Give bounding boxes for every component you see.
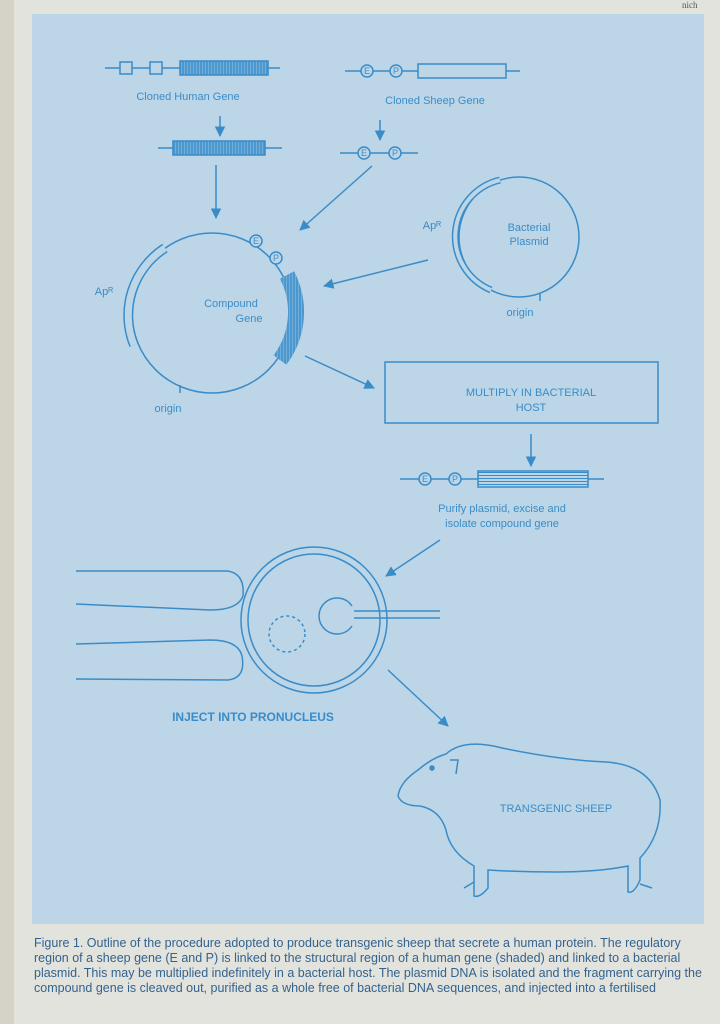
marker-p-purified: P bbox=[452, 474, 458, 484]
cloned-sheep-gene-construct bbox=[345, 63, 520, 79]
label-purify-1: Purify plasmid, excise and bbox=[438, 503, 566, 515]
label-purify-2: isolate compound gene bbox=[445, 518, 559, 530]
label-multiply-2: HOST bbox=[516, 402, 547, 414]
label-ap-resistance-plasmid: Apᴿ bbox=[423, 220, 441, 232]
purified-compound-gene bbox=[400, 470, 604, 488]
label-bacterial-plasmid-2: Plasmid bbox=[509, 236, 548, 248]
arrow-ep-to-compound bbox=[299, 165, 373, 231]
bacterial-plasmid bbox=[451, 176, 580, 301]
arrow-plasmid-to-compound bbox=[322, 259, 429, 289]
arrow-egg-to-sheep bbox=[387, 669, 449, 727]
figure-panel bbox=[32, 14, 704, 924]
marker-e-purified: E bbox=[422, 474, 428, 484]
marker-e-sheep: E bbox=[364, 66, 370, 76]
label-origin-compound: origin bbox=[155, 403, 182, 415]
cloned-human-gene-construct bbox=[105, 60, 280, 76]
marker-e-compound: E bbox=[253, 236, 259, 246]
label-transgenic-sheep: TRANSGENIC SHEEP bbox=[500, 803, 612, 815]
marker-p-compound: P bbox=[273, 253, 279, 263]
label-ap-resistance-compound: Apᴿ bbox=[95, 286, 113, 298]
label-compound-gene-2: Gene bbox=[236, 313, 263, 325]
marker-e-excised: E bbox=[361, 148, 367, 158]
label-cloned-human-gene: Cloned Human Gene bbox=[136, 91, 239, 103]
marker-p-excised: P bbox=[392, 148, 398, 158]
marker-p-sheep: P bbox=[393, 66, 399, 76]
adjacent-page-text: nich bbox=[682, 0, 698, 10]
label-bacterial-plasmid-1: Bacterial bbox=[508, 222, 551, 234]
transgenic-sheep-drawing bbox=[397, 743, 661, 898]
multiply-host-box bbox=[384, 361, 659, 424]
holding-pipette bbox=[75, 570, 244, 681]
label-multiply-1: MULTIPLY IN BACTERIAL bbox=[466, 387, 596, 399]
label-cloned-sheep-gene: Cloned Sheep Gene bbox=[385, 95, 485, 107]
figure-caption: Figure 1. Outline of the procedure adopt… bbox=[34, 936, 702, 995]
sheep-eye bbox=[429, 765, 435, 771]
sheep-ear bbox=[450, 759, 459, 775]
excised-ep-fragment bbox=[340, 146, 418, 160]
label-inject-pronucleus: INJECT INTO PRONUCLEUS bbox=[172, 710, 334, 724]
fertilised-egg bbox=[240, 546, 440, 694]
label-origin-plasmid: origin bbox=[507, 307, 534, 319]
compound-gene-plasmid bbox=[123, 232, 304, 394]
label-compound-gene-1: Compound bbox=[204, 298, 258, 310]
arrow-compound-to-host bbox=[304, 355, 375, 389]
arrow-to-egg bbox=[385, 539, 441, 577]
excised-human-gene bbox=[158, 140, 282, 156]
